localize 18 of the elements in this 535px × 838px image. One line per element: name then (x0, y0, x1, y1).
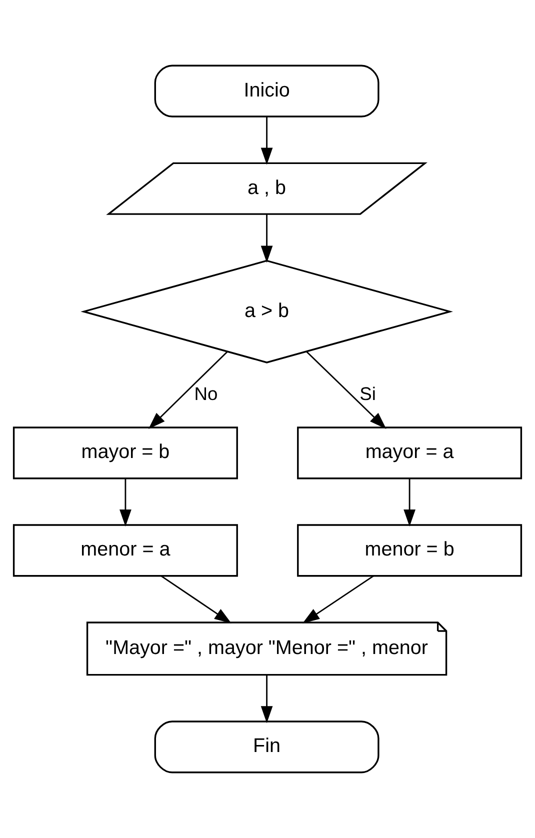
node-box: menor = a (12, 524, 238, 577)
arrow (306, 351, 386, 429)
arrow (260, 116, 273, 165)
node-box: menor = b (297, 524, 522, 577)
arrow (160, 575, 232, 624)
arrow (302, 575, 374, 624)
edge-label: Si (360, 382, 376, 404)
arrow (404, 478, 416, 527)
node-box: Fin (154, 720, 380, 774)
arrow (120, 478, 132, 527)
arrow (260, 214, 273, 263)
arrow (260, 675, 273, 724)
node-box: Inicio (154, 64, 380, 118)
node-box: mayor = a (297, 426, 522, 480)
edge-label: No (194, 382, 218, 404)
arrow (148, 351, 228, 429)
node-box: mayor = b (12, 426, 238, 480)
node-diamond: a > b (80, 260, 453, 364)
